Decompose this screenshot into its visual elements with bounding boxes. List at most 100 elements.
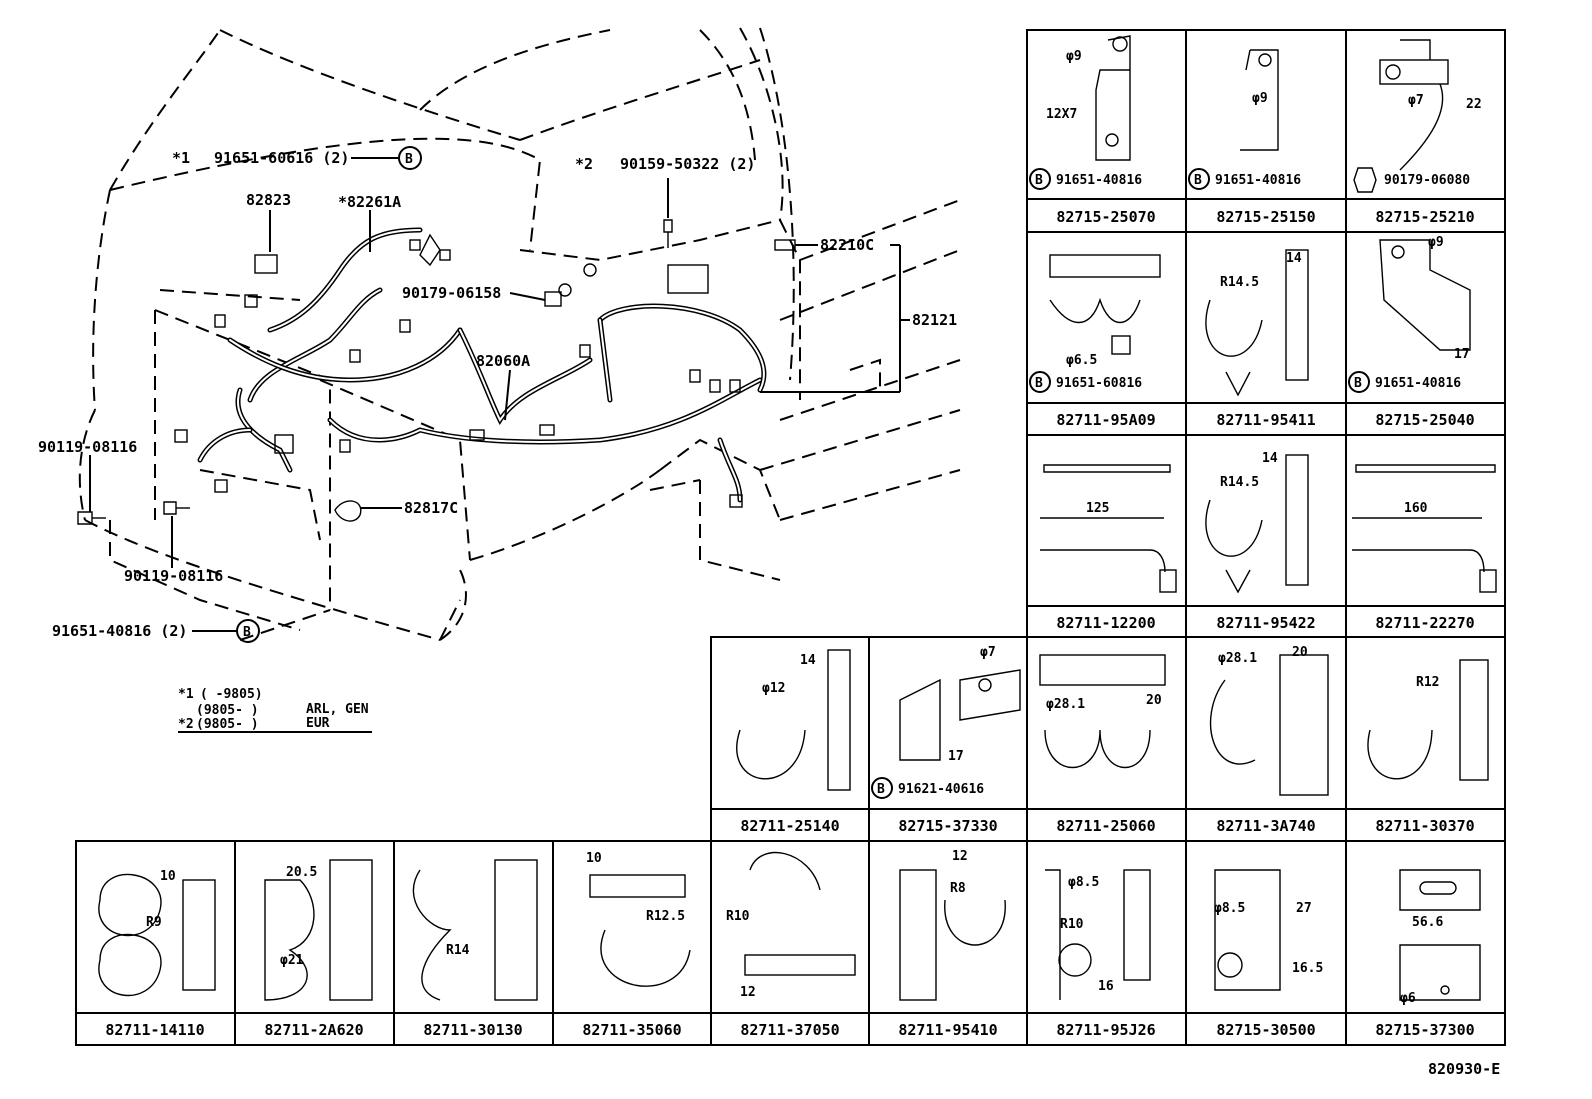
dim-label: 14 [1286,251,1302,266]
part-number: 82715-37330 [898,817,997,835]
dim-label: φ6.5 [1066,353,1097,368]
part-number: 82711-30370 [1375,817,1474,835]
part-number: 82711-30130 [423,1021,522,1039]
ref-letter: B [243,625,251,640]
dim-label: 17 [1454,347,1470,362]
dim-label: φ12 [762,681,785,696]
ref-letter: B [877,782,885,797]
dim-label: 125 [1086,501,1109,516]
wire-harness [174,227,796,522]
callout-82210c: 82210C [820,236,874,254]
part-number: 82715-25070 [1056,208,1155,226]
callout-91651-40816: 91651-40816 (2) [52,622,187,640]
dim-label: φ28.1 [1046,697,1085,712]
part-number: 82711-14110 [105,1021,204,1039]
dim-label: 27 [1296,901,1312,916]
part-number: 82715-25210 [1375,208,1474,226]
note-row3-mark: *2 [178,717,194,732]
ref-letter: B [1354,376,1362,391]
dim-label: φ8.5 [1068,875,1099,890]
part-number: 82711-35060 [582,1021,681,1039]
fastener-label: 91651-40816 [1056,173,1142,188]
callout-90179-06158: 90179-06158 [402,284,501,302]
dim-label: 12X7 [1046,107,1077,122]
dim-label: R12.5 [646,909,685,924]
dim-label: 160 [1404,501,1428,516]
part-number: 82711-95410 [898,1021,997,1039]
note-row3-range: (9805- ) [196,717,259,732]
ref-letter: B [1035,376,1043,391]
dim-label: 14 [800,653,816,668]
callout-82817c: 82817C [404,499,458,517]
dim-label: 17 [948,749,964,764]
callout-90159-50322: 90159-50322 (2) [620,155,755,173]
note-row3-region: EUR [306,716,330,731]
part-number: 82711-95422 [1216,614,1315,632]
callout-82261a: *82261A [338,193,401,211]
fastener-label: 91651-60816 [1056,376,1142,391]
part-number: 82715-30500 [1216,1021,1315,1039]
ref-letter: B [405,152,413,167]
part-number: 82711-22270 [1375,614,1474,632]
dim-label: φ7 [1408,93,1424,108]
dim-label: 20 [1146,693,1162,708]
callout-82060a: 82060A [476,352,530,370]
callout-labels: *1 91651-60616 (2) *2 90159-50322 (2) 82… [38,149,957,640]
dim-label: R14 [446,943,470,958]
ref-b-main: B B [236,146,422,643]
dim-label: 20 [1292,645,1308,660]
parts-grid-lines [75,29,1506,1046]
dim-label: φ6 [1400,991,1416,1006]
dim-label: 56.6 [1412,915,1443,930]
cell-fastener-labels: B 91651-40816 B 91651-40816 90179-06080 … [871,168,1470,799]
fastener-label: 90179-06080 [1384,173,1470,188]
cell-drawings [98,35,1497,1001]
dim-label: R9 [146,915,162,930]
callout-90119-08116-a: 90119-08116 [38,438,137,456]
dim-label: R14.5 [1220,475,1259,490]
dim-label: φ9 [1252,91,1268,106]
dim-label: 14 [1262,451,1278,466]
dim-label: 16 [1098,979,1114,994]
dim-label: R14.5 [1220,275,1259,290]
dim-label: R8 [950,881,966,896]
dim-label: 22 [1466,97,1482,112]
dim-label: φ7 [980,645,996,660]
fastener-label: 91651-40816 [1375,376,1461,391]
dim-label: φ9 [1428,235,1444,250]
dim-label: φ9 [1066,49,1082,64]
dim-label: 12 [740,985,756,1000]
dim-label: R10 [726,909,750,924]
dim-label: 10 [160,869,176,884]
part-number: 82711-3A740 [1216,817,1315,835]
notes-block: *1 ( -9805) (9805- ) ARL, GEN *2 (9805- … [178,687,372,733]
dim-label: R10 [1060,917,1084,932]
callout-91651-60616: 91651-60616 (2) [214,149,349,167]
callout-90119-08116-b: 90119-08116 [124,567,223,585]
cell-part-numbers: 82715-25070 82715-25150 82715-25210 8271… [105,208,1474,1039]
dim-label: R12 [1416,675,1439,690]
part-number: 82711-12200 [1056,614,1155,632]
callout-82823: 82823 [246,191,291,209]
figure-id: 820930-E [1428,1060,1500,1078]
part-number: 82711-2A620 [264,1021,363,1039]
part-number: 82711-95J26 [1056,1021,1155,1039]
fastener-label: 91621-40616 [898,782,984,797]
callout-star2: *2 [575,155,593,173]
dim-label: 16.5 [1292,961,1323,976]
dim-label: φ21 [280,953,304,968]
vehicle-outline [78,27,961,641]
note-row1-range: ( -9805) [200,687,263,702]
fastener-label: 91651-40816 [1215,173,1301,188]
note-row2-range: (9805- ) [196,703,259,718]
callout-82121: 82121 [912,311,957,329]
leader-lines [89,157,910,632]
part-number: 82715-37300 [1375,1021,1474,1039]
dim-label: φ28.1 [1218,651,1257,666]
note-row1-mark: *1 [178,687,194,702]
part-number: 82715-25150 [1216,208,1315,226]
dim-label: φ8.5 [1214,901,1245,916]
fastener-icons [77,219,673,525]
ref-letter: B [1194,173,1202,188]
